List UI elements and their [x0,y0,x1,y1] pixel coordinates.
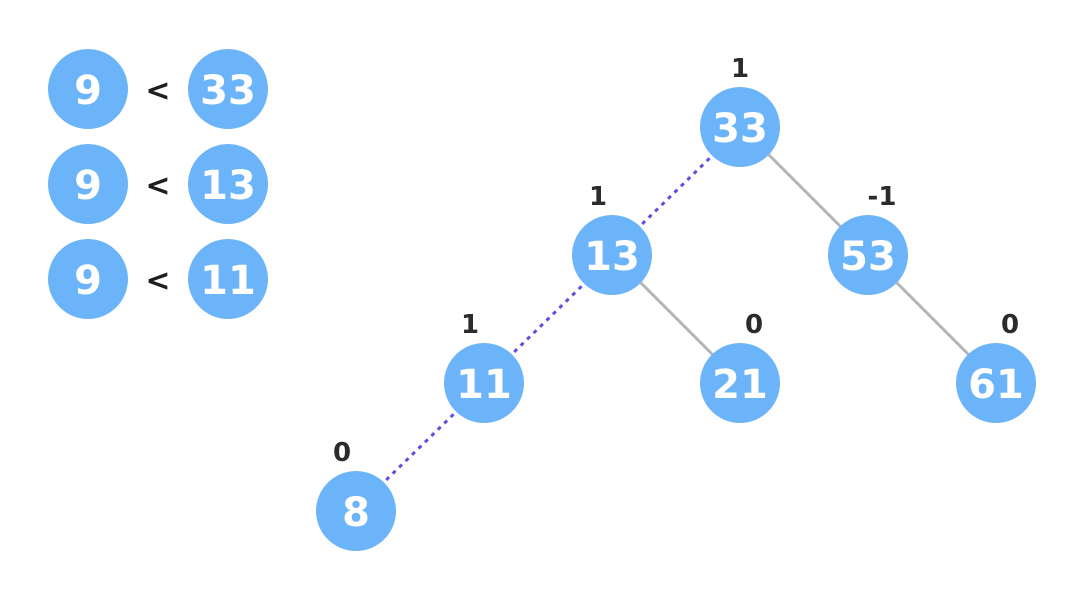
comparison-left-node [48,239,128,319]
comparison-right-node [188,144,268,224]
less-than-symbol: < [145,264,170,299]
node-value: 21 [712,362,768,408]
balance-factor: 1 [589,182,607,212]
node-value: 8 [342,490,370,536]
node-value: 33 [712,106,768,152]
edge-33-53 [764,150,846,232]
less-than-symbol: < [145,169,170,204]
tree-nodes: 1 33 1 13 -1 53 1 11 0 21 0 61 [316,54,1036,551]
edge-53-61 [892,278,974,360]
tree-node-53: -1 53 [828,182,908,295]
comparison-right-node [188,239,268,319]
comparison-right-value: 33 [200,68,256,114]
balance-factor: 0 [333,438,351,468]
comparison-left-node [48,144,128,224]
comparison-right-value: 11 [200,258,256,304]
node-circle [956,343,1036,423]
node-circle [316,471,396,551]
tree-node-21: 0 21 [700,310,780,423]
edge-13-11-search-path [506,278,590,360]
node-value: 11 [456,362,512,408]
tree-node-61: 0 61 [956,310,1036,423]
comparison-left-node [48,49,128,129]
tree-node-33: 1 33 [700,54,780,167]
node-circle [828,215,908,295]
comparison-right-value: 13 [200,163,256,209]
balance-factor: 1 [731,54,749,84]
balance-factor: -1 [868,182,897,212]
comparison-panel: 9 < 33 9 < 13 9 < 11 [48,49,268,319]
node-circle [572,215,652,295]
comparison-row: 9 < 11 [48,239,268,319]
tree-edges [378,150,974,488]
comparison-row: 9 < 33 [48,49,268,129]
node-value: 13 [584,234,640,280]
comparison-row: 9 < 13 [48,144,268,224]
balance-factor: 0 [745,310,763,340]
node-value: 61 [968,362,1024,408]
balance-factor: 1 [461,310,479,340]
tree-node-8: 0 8 [316,438,396,551]
comparison-left-value: 9 [74,163,102,209]
node-circle [700,87,780,167]
comparison-left-value: 9 [74,68,102,114]
node-circle [700,343,780,423]
node-circle [444,343,524,423]
comparison-right-node [188,49,268,129]
edge-11-8-search-path [378,406,462,488]
tree-node-13: 1 13 [572,182,652,295]
tree-node-11: 1 11 [444,310,524,423]
edge-13-21 [636,278,718,360]
edge-33-13-search-path [634,150,718,232]
balance-factor: 0 [1001,310,1019,340]
less-than-symbol: < [145,74,170,109]
node-value: 53 [840,234,896,280]
comparison-left-value: 9 [74,258,102,304]
